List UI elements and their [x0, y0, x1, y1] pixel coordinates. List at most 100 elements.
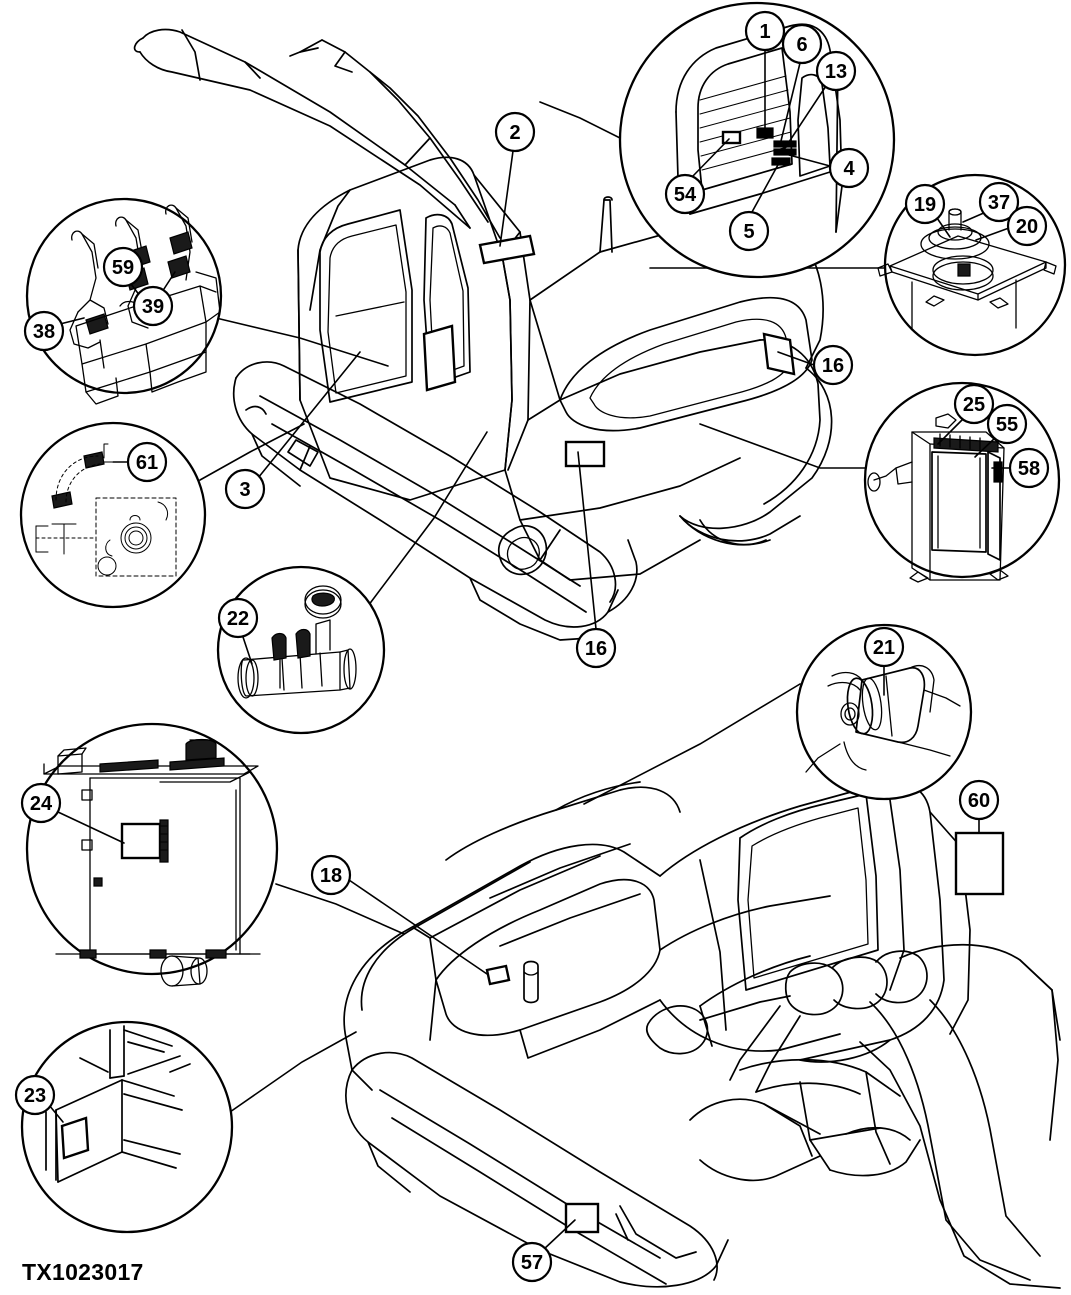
- callout-circle-61[interactable]: [126, 441, 168, 483]
- callout-number-58: 58: [1018, 458, 1040, 480]
- callout-5[interactable]: 5: [728, 162, 780, 252]
- callout-circle-39[interactable]: [132, 285, 174, 327]
- connector-tank-to-lower: [275, 883, 405, 935]
- frame-corner-decal: [60, 1116, 90, 1160]
- callout-circle-24[interactable]: [20, 782, 62, 824]
- cab-window-decal-lower: [721, 130, 742, 145]
- callout-number-18: 18: [320, 865, 342, 887]
- callout-number-60: 60: [968, 790, 990, 812]
- callout-leader-57: [542, 1219, 576, 1251]
- track-frame-decal: [564, 1202, 600, 1234]
- callout-6[interactable]: 6: [779, 23, 823, 146]
- callout-38[interactable]: 38: [23, 310, 85, 352]
- callout-22[interactable]: 22: [217, 597, 259, 665]
- callout-24[interactable]: 24: [20, 782, 125, 844]
- callout-number-59: 59: [112, 257, 134, 279]
- callout-13[interactable]: 13: [782, 50, 857, 152]
- callout-1[interactable]: 1: [744, 10, 786, 134]
- callout-leader-55: [974, 437, 996, 458]
- callout-3[interactable]: 3: [224, 351, 361, 510]
- callout-circle-22[interactable]: [217, 597, 259, 639]
- callout-number-57: 57: [521, 1252, 543, 1274]
- callout-16[interactable]: 16: [777, 344, 854, 386]
- connector-filter-to-lower: [583, 683, 801, 805]
- callout-circle-57[interactable]: [511, 1241, 553, 1283]
- tank-side-decal: [120, 822, 162, 860]
- callout-circle-55[interactable]: [986, 403, 1028, 445]
- callout-23[interactable]: 23: [14, 1074, 64, 1123]
- callout-leader-2: [499, 150, 514, 247]
- callout-circle-18[interactable]: [310, 854, 352, 896]
- callout-number-2: 2: [509, 122, 520, 144]
- lower-hood-decal: [485, 964, 511, 986]
- accumulator-detail: [216, 565, 386, 735]
- callout-19[interactable]: 19: [904, 183, 951, 238]
- callout-leader-54: [691, 138, 730, 178]
- callout-leader-4: [788, 154, 831, 167]
- callout-60[interactable]: 60: [958, 779, 1000, 834]
- callout-circle-25[interactable]: [953, 383, 995, 425]
- callout-circle-20[interactable]: [1006, 205, 1048, 247]
- callout-number-21: 21: [873, 637, 895, 659]
- callout-leader-38: [59, 317, 85, 325]
- callout-circle-37[interactable]: [978, 181, 1020, 223]
- callout-18[interactable]: 18: [310, 854, 488, 975]
- callout-37[interactable]: 37: [962, 181, 1020, 223]
- callout-circle-1[interactable]: [744, 10, 786, 52]
- callout-circle-21[interactable]: [863, 626, 905, 668]
- callout-circle-23[interactable]: [14, 1074, 56, 1116]
- callout-circle-5[interactable]: [728, 210, 770, 252]
- fuel-cap-ring: [937, 223, 973, 241]
- swing-lock-detail: [19, 421, 207, 609]
- fuel-cap-disc: [932, 261, 994, 291]
- cab-door-decal: [422, 324, 457, 392]
- callout-circle-2[interactable]: [494, 111, 536, 153]
- callout-number-4: 4: [843, 158, 855, 180]
- callout-55[interactable]: 55: [974, 403, 1028, 458]
- callout-57[interactable]: 57: [511, 1219, 576, 1283]
- callout-2[interactable]: 2: [494, 111, 536, 247]
- callout-54[interactable]: 54: [664, 138, 730, 215]
- callout-circle-6[interactable]: [781, 23, 823, 65]
- callout-circle-58[interactable]: [1008, 447, 1050, 489]
- control-lever-left: [69, 230, 109, 349]
- connector-lines: [199, 101, 887, 1113]
- callout-circle-60[interactable]: [958, 779, 1000, 821]
- callout-21[interactable]: 21: [863, 626, 905, 696]
- callout-number-3: 3: [239, 479, 250, 501]
- upper-undercarriage: [232, 361, 771, 641]
- callout-leader-3: [257, 351, 361, 479]
- control-levers-detail: [25, 197, 223, 405]
- callout-circle-16[interactable]: [575, 627, 617, 669]
- control-lever-right: [165, 204, 193, 281]
- callout-number-6: 6: [796, 34, 807, 56]
- callout-number-38: 38: [33, 321, 55, 343]
- callout-61[interactable]: 61: [112, 441, 168, 483]
- callout-16[interactable]: 16: [575, 451, 617, 669]
- excavator-upper-view: [133, 28, 833, 641]
- callout-circle-3[interactable]: [224, 468, 266, 510]
- callout-circle-13[interactable]: [815, 50, 857, 92]
- callout-58[interactable]: 58: [991, 447, 1050, 489]
- callout-circle-16[interactable]: [812, 344, 854, 386]
- callout-circle-38[interactable]: [23, 310, 65, 352]
- frame-corner-detail: [20, 1020, 234, 1234]
- radiator-side-decal: [993, 461, 1003, 483]
- callout-circle-54[interactable]: [664, 173, 706, 215]
- callout-39[interactable]: 39: [132, 271, 176, 327]
- tank-decal-detail: [25, 722, 279, 987]
- upper-boom-assembly: [133, 28, 501, 239]
- callout-circle-19[interactable]: [904, 183, 946, 225]
- callout-20[interactable]: 20: [975, 205, 1048, 247]
- callout-4[interactable]: 4: [788, 147, 870, 189]
- connector-radiator-to-body: [699, 423, 867, 469]
- callout-number-5: 5: [743, 221, 754, 243]
- callout-circle-59[interactable]: [102, 246, 144, 288]
- callout-circle-4[interactable]: [828, 147, 870, 189]
- callout-number-1: 1: [759, 21, 770, 43]
- callout-25[interactable]: 25: [937, 383, 995, 445]
- figure-id-label: TX1023017: [22, 1259, 144, 1285]
- callout-leader-19: [936, 217, 951, 238]
- callout-number-54: 54: [674, 184, 697, 206]
